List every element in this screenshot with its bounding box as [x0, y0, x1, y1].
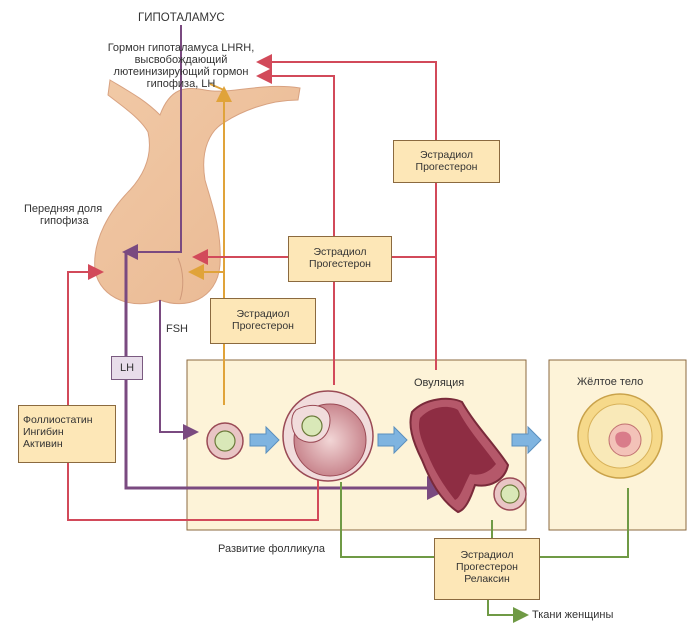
pituitary-label: Передняя доля гипофиза — [24, 203, 103, 227]
corpus-luteum-label: Жёлтое тело — [577, 376, 644, 388]
primary-follicle — [206, 422, 244, 460]
mature-follicle — [282, 390, 374, 482]
flow-arrow-3 — [511, 425, 542, 455]
follicle-development-label: Развитие фолликула — [218, 543, 325, 555]
box-middle: Эстрадиол Прогестерон — [288, 236, 392, 282]
lh-box: LH — [111, 356, 143, 380]
pituitary-gland — [94, 79, 301, 305]
box-left: Эстрадиол Прогестерон — [210, 298, 316, 344]
title: ГИПОТАЛАМУС — [138, 12, 225, 24]
box-bottom: Эстрадиол Прогестерон Релаксин — [434, 538, 540, 600]
flow-arrow-1 — [249, 425, 280, 455]
flow-arrow-2 — [377, 425, 408, 455]
lhrh-label: Гормон гипоталамуса LHRH, высвобождающий… — [107, 42, 255, 90]
fsh-label: FSH — [166, 323, 188, 335]
ovulation-label: Овуляция — [414, 377, 465, 389]
tissues-label: Ткани женщины — [532, 609, 614, 621]
ruptured-follicle — [409, 397, 510, 514]
corpus-luteum — [577, 393, 663, 479]
box-follistatin: Фоллиостатин Ингибин Активин — [18, 405, 116, 463]
released-oocyte — [493, 477, 527, 511]
box-top-right: Эстрадиол Прогестерон — [393, 140, 500, 183]
